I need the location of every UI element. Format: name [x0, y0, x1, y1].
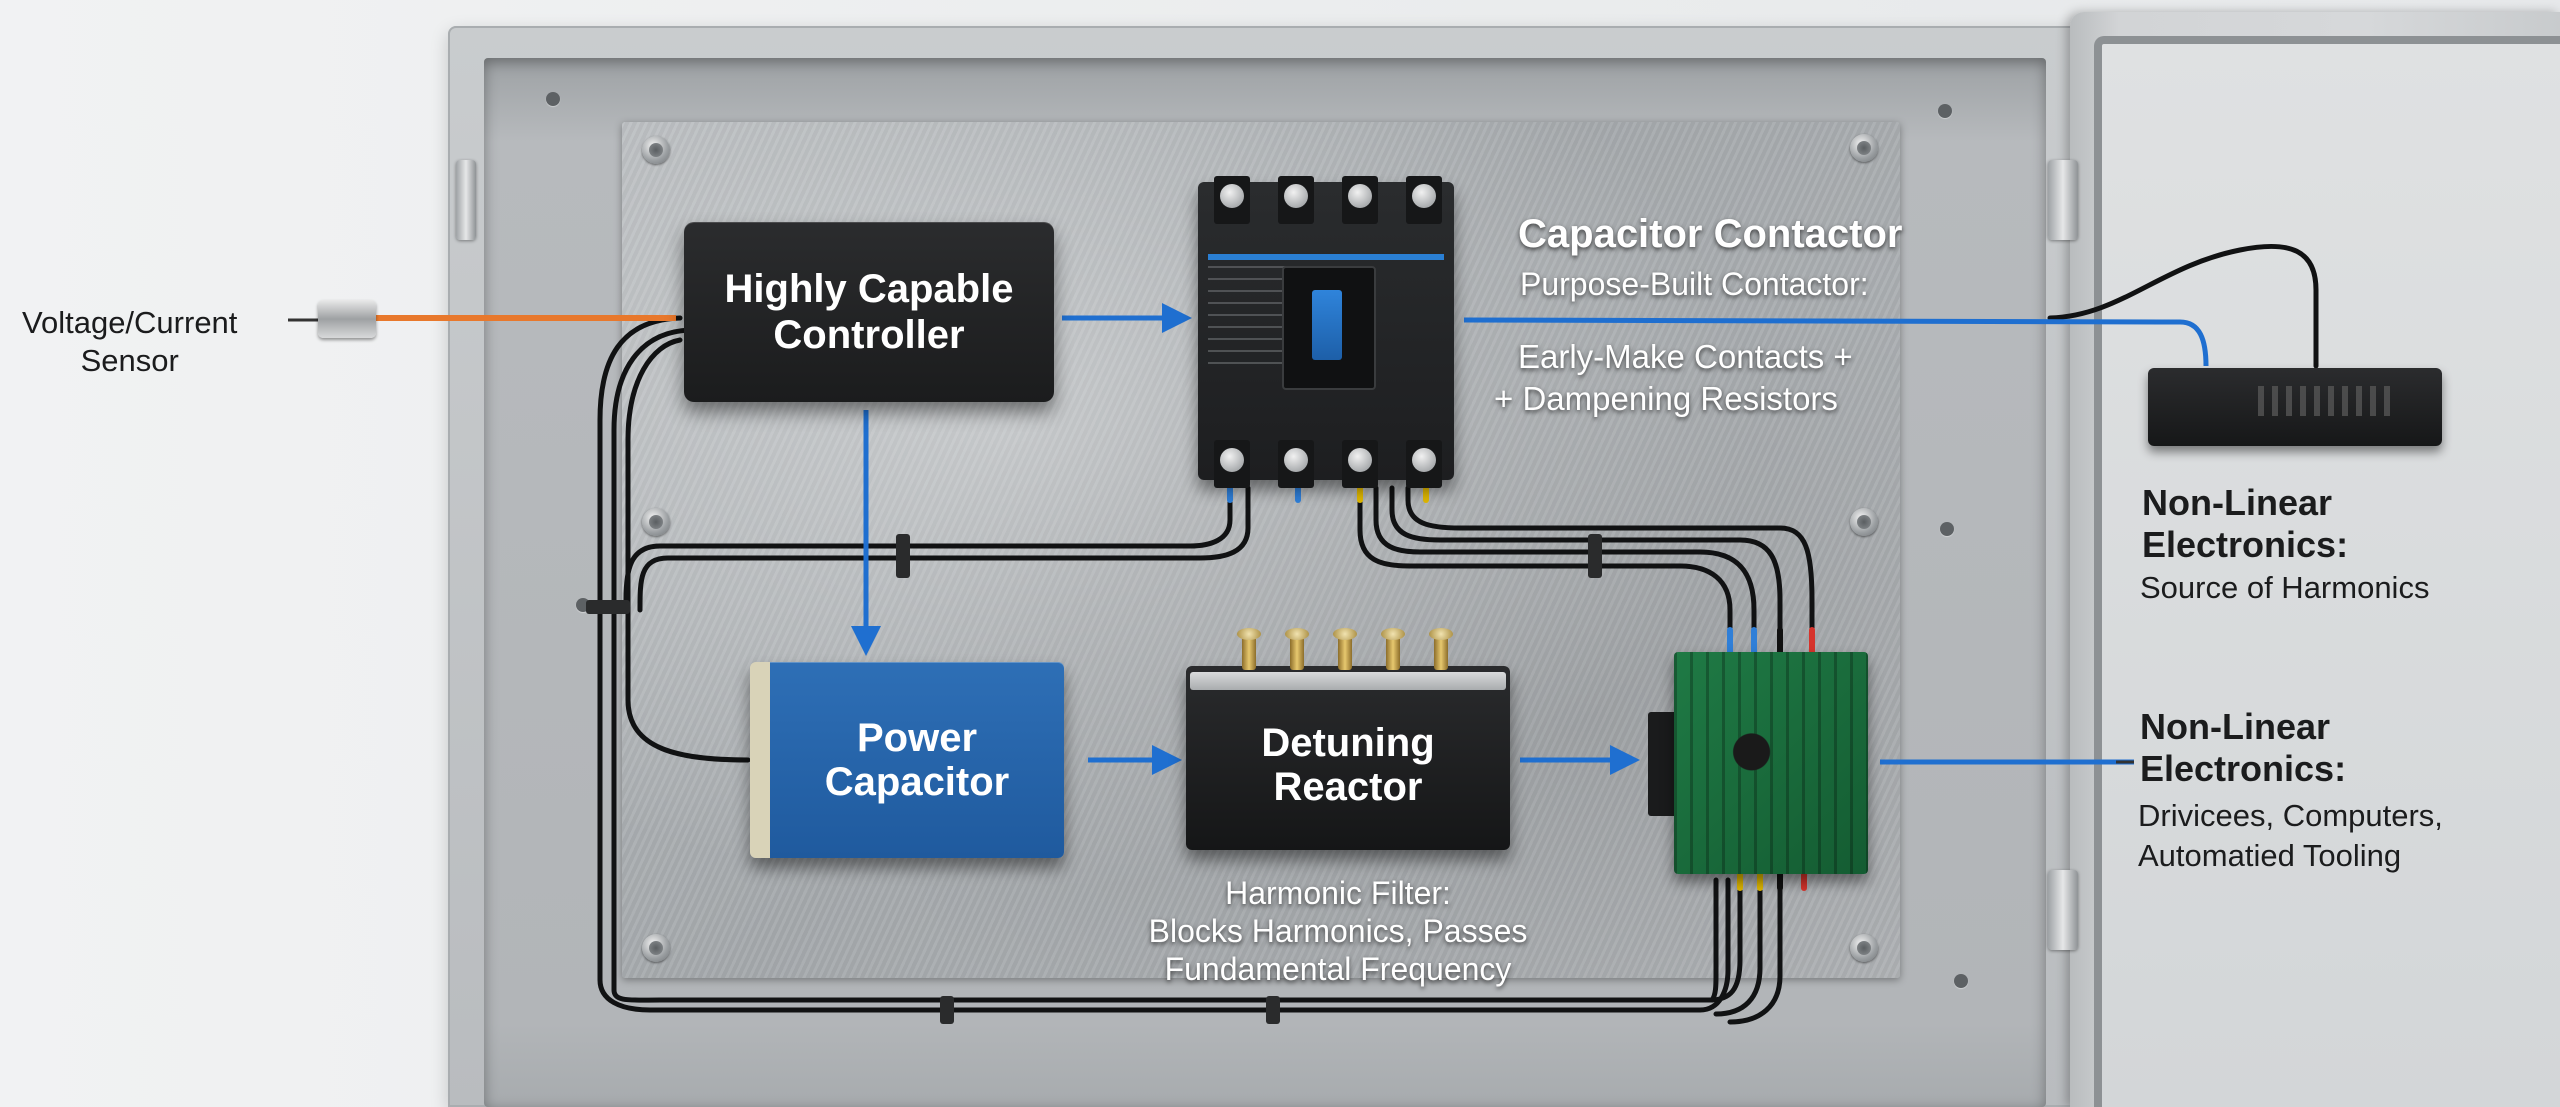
door-hinge-icon — [456, 160, 476, 240]
frame-stud — [1940, 522, 1954, 536]
capacitor-label-line1: Power — [856, 716, 978, 760]
line-contactor-to-device — [1463, 317, 2209, 367]
reactor-terminal-strip — [1190, 672, 1506, 690]
cable — [1389, 485, 1783, 653]
sensor-label: Voltage/Current Sensor — [22, 305, 238, 378]
detuning-reactor: Detuning Reactor — [1186, 666, 1510, 850]
mounting-screw-icon — [1850, 134, 1878, 162]
cable — [1357, 485, 1733, 653]
mounting-screw-icon — [642, 934, 670, 962]
cable — [625, 337, 751, 763]
controller-label-line2: Controller — [773, 313, 965, 357]
capacitor-label-line2: Capacitor — [824, 760, 1010, 804]
mounting-screw-icon — [1850, 934, 1878, 962]
capacitor-contactor — [1198, 182, 1454, 480]
nonlinear-electronics-board — [1674, 652, 1868, 874]
reactor-terminal — [1333, 628, 1357, 670]
cable — [1373, 485, 1757, 653]
contactor-switch — [1282, 266, 1376, 390]
door-hinge-icon — [2048, 870, 2078, 950]
door-hinge-icon — [2048, 160, 2078, 240]
harmonic-filter-label: Harmonic Filter: Blocks Harmonics, Passe… — [1148, 875, 1528, 987]
contactor-feature-1: Early-Make Contacts + — [1518, 338, 1853, 375]
mounting-screw-icon — [642, 508, 670, 536]
reactor-terminal — [1285, 628, 1309, 670]
contactor-feature-2: + Dampening Resistors — [1494, 380, 1838, 417]
cable — [623, 485, 1233, 603]
reactor-terminal — [1381, 628, 1405, 670]
nonlinear-b-title: Non-Linear Electronics: — [2140, 706, 2347, 789]
nonlinear-a-title: Non-Linear Electronics: — [2142, 482, 2349, 565]
controller-module: Highly Capable Controller — [684, 222, 1054, 402]
cable — [1405, 485, 1815, 653]
controller-label-line1: Highly Capable — [724, 267, 1014, 311]
frame-stud — [1954, 974, 1968, 988]
reactor-terminal — [1237, 628, 1261, 670]
frame-stud — [1938, 104, 1952, 118]
reactor-terminal — [1429, 628, 1453, 670]
power-capacitor: Power Capacitor — [750, 662, 1064, 858]
door-electronics-device — [2148, 368, 2442, 446]
door-inner-panel — [2094, 36, 2560, 1107]
mounting-screw-icon — [642, 136, 670, 164]
cable — [611, 327, 1719, 1003]
reactor-label-line2: Reactor — [1273, 765, 1423, 809]
nonlinear-a-desc: Source of Harmonics — [2140, 570, 2430, 605]
mounting-screw-icon — [1850, 508, 1878, 536]
nonlinear-b-desc: Drivicees, Computers, Automatied Tooling — [2138, 798, 2443, 873]
contactor-title: Capacitor Contactor — [1518, 212, 1903, 256]
reactor-label-line1: Detuning — [1261, 721, 1435, 765]
frame-stud — [546, 92, 560, 106]
cable — [637, 485, 1251, 613]
contactor-subtitle: Purpose-Built Contactor: — [1520, 266, 1869, 302]
sensor-probe-icon — [318, 300, 376, 338]
